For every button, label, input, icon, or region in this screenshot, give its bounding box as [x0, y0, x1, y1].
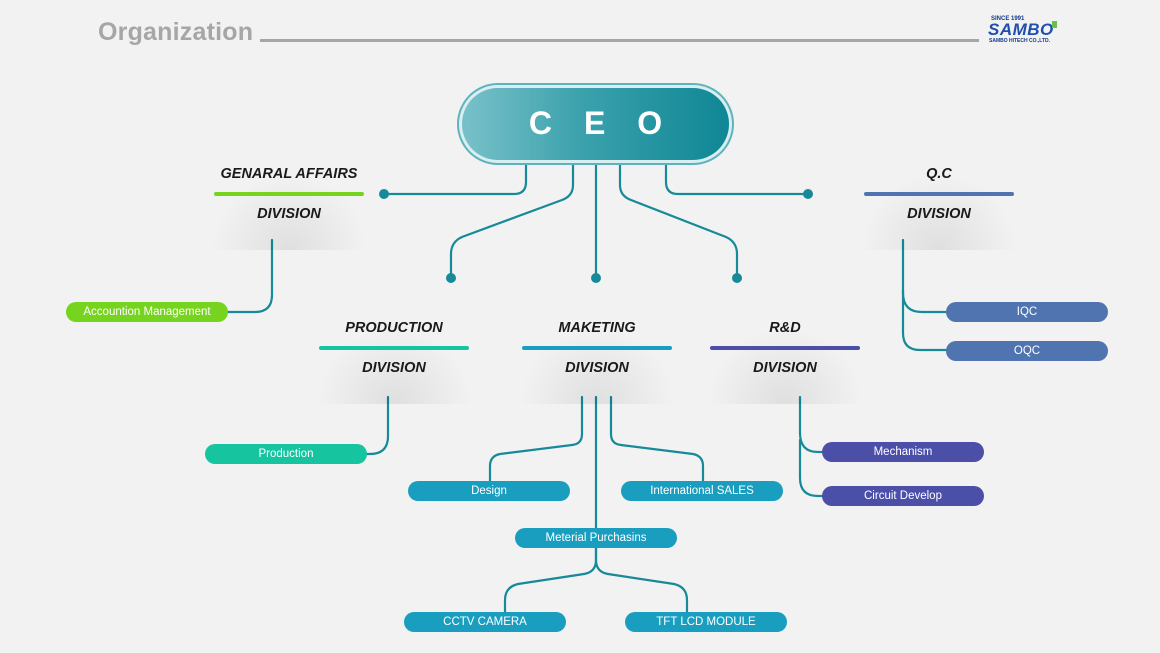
connector-maketing-sales: [609, 395, 705, 483]
team-cctv-camera: CCTV CAMERA: [404, 612, 566, 632]
connector-production-team: [364, 395, 390, 456]
division-name: Q.C: [926, 166, 952, 182]
division-qc: Q.C DIVISION: [854, 166, 1024, 250]
division-color-bar: [710, 346, 860, 350]
connector-maketing-design: [488, 395, 584, 483]
ceo-node: CEO: [462, 88, 729, 160]
title-underline: [260, 39, 979, 42]
team-accounting: Accountion Management: [66, 302, 228, 322]
division-sub: DIVISION: [907, 206, 971, 222]
division-maketing: MAKETING DIVISION: [512, 320, 682, 404]
division-rd: R&D DIVISION: [700, 320, 870, 404]
ceo-label: CEO: [528, 105, 695, 141]
division-color-bar: [864, 192, 1014, 196]
team-circuit-develop: Circuit Develop: [822, 486, 984, 506]
connector-dot-general-affairs: [379, 189, 389, 199]
connector-purchasing-tft: [594, 545, 689, 614]
logo-company: SAMBO HITECH CO.,LTD.: [989, 38, 1051, 44]
connector-rd-mechanism: [798, 395, 824, 454]
connector-dot-production: [446, 273, 456, 283]
connector-ceo-rd: [618, 158, 739, 280]
connector-dot-maketing: [591, 273, 601, 283]
connector-dot-qc: [803, 189, 813, 199]
division-color-bar: [214, 192, 364, 196]
division-name: R&D: [769, 320, 801, 336]
team-iqc: IQC: [946, 302, 1108, 322]
team-production: Production: [205, 444, 367, 464]
team-mechanism: Mechanism: [822, 442, 984, 462]
division-sub: DIVISION: [753, 360, 817, 376]
division-name: MAKETING: [558, 320, 636, 336]
division-sub: DIVISION: [565, 360, 629, 376]
page-title: Organization: [98, 18, 254, 46]
division-production: PRODUCTION DIVISION: [309, 320, 479, 404]
logo-mark: [1052, 21, 1057, 28]
division-sub: DIVISION: [362, 360, 426, 376]
connector-qc-iqc: [901, 238, 948, 314]
team-design: Design: [408, 481, 570, 501]
connector-qc-oqc: [901, 288, 948, 352]
connector-rd-circuit: [798, 438, 824, 498]
team-tft-lcd-module: TFT LCD MODULE: [625, 612, 787, 632]
team-material-purchasing: Meterial Purchasins: [515, 528, 677, 548]
division-color-bar: [319, 346, 469, 350]
division-sub: DIVISION: [257, 206, 321, 222]
team-international-sales: International SALES: [621, 481, 783, 501]
connector-ceo-qc: [664, 158, 810, 196]
connector-ceo-general-affairs: [382, 158, 528, 196]
logo-since: SINCE 1991: [991, 16, 1025, 22]
connector-ceo-production: [449, 158, 575, 280]
connector-ga-accounting: [224, 238, 274, 314]
division-name: GENARAL AFFAIRS: [220, 166, 358, 182]
company-logo: SINCE 1991 SAMBO SAMBO HITECH CO.,LTD.: [988, 16, 1058, 44]
division-name: PRODUCTION: [345, 320, 443, 336]
division-color-bar: [522, 346, 672, 350]
logo-brand: SAMBO: [988, 20, 1054, 39]
division-general-affairs: GENARAL AFFAIRS DIVISION: [204, 166, 374, 250]
connector-dot-rd: [732, 273, 742, 283]
team-oqc: OQC: [946, 341, 1108, 361]
connector-purchasing-cctv: [503, 545, 598, 614]
